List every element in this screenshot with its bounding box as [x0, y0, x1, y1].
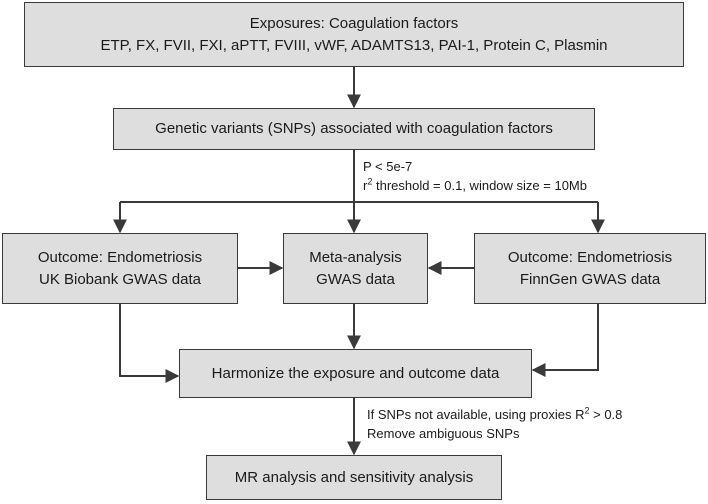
- proxy-rule: If SNPs not available, using proxies R2 …: [367, 405, 623, 422]
- finngen-outcome-title: Outcome: Endometriosis: [507, 248, 673, 266]
- mr-analysis-box: MR analysis and sensitivity analysis: [206, 455, 502, 500]
- ukb-outcome-title: Outcome: Endometriosis: [37, 248, 203, 266]
- snp-label: Genetic variants (SNPs) associated with …: [155, 120, 553, 137]
- clumping-criteria: r2 threshold = 0.1, window size = 10Mb: [363, 176, 587, 193]
- snp-box: Genetic variants (SNPs) associated with …: [113, 108, 595, 150]
- proxy-note: If SNPs not available, using proxies R2 …: [367, 405, 622, 443]
- meta-analysis-source: GWAS data: [316, 270, 395, 288]
- selection-criteria-note: P < 5e-7 r2 threshold = 0.1, window size…: [363, 157, 587, 195]
- exposures-title: Exposures: Coagulation factors: [249, 14, 459, 32]
- arrow-finngen-to-harmonize: [531, 304, 599, 377]
- exposures-list: ETP, FX, FVII, FXI, aPTT, FVIII, vWF, AD…: [100, 36, 608, 54]
- harmonize-label: Harmonize the exposure and outcome data: [211, 364, 500, 382]
- meta-analysis-box: Meta-analysis GWAS data: [283, 233, 428, 304]
- p-threshold: P < 5e-7: [363, 159, 413, 174]
- ukb-outcome-source: UK Biobank GWAS data: [38, 270, 202, 288]
- ambiguous-rule: Remove ambiguous SNPs: [367, 426, 520, 441]
- ukb-outcome-box: Outcome: Endometriosis UK Biobank GWAS d…: [2, 233, 238, 304]
- finngen-outcome-source: FinnGen GWAS data: [519, 270, 661, 288]
- meta-analysis-title: Meta-analysis: [309, 248, 402, 266]
- mr-analysis-label: MR analysis and sensitivity analysis: [234, 468, 474, 486]
- harmonize-box: Harmonize the exposure and outcome data: [179, 349, 532, 398]
- arrow-ukb-to-harmonize: [119, 304, 180, 383]
- finngen-outcome-box: Outcome: Endometriosis FinnGen GWAS data: [474, 233, 706, 304]
- exposures-box: Exposures: Coagulation factors ETP, FX, …: [24, 2, 684, 67]
